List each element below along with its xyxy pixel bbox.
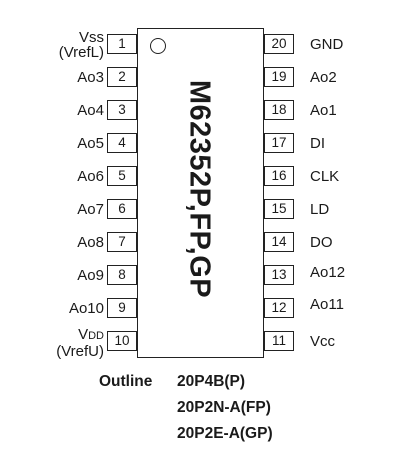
pin-5-signal-name: Ao6 — [77, 168, 104, 185]
pin-13-signal-name: Ao12 — [310, 264, 346, 281]
pin-11-box: 11 — [264, 331, 294, 351]
pin-1-box: 1 — [107, 34, 137, 54]
pin-6-signal-name: Ao7 — [77, 201, 104, 218]
pin-18-signal-name: Ao1 — [310, 102, 337, 119]
pin-12-box: 12 — [264, 298, 294, 318]
pin-17-box: 17 — [264, 133, 294, 153]
pin-10-box: 10 — [107, 331, 137, 351]
pin-20-box: 20 — [264, 34, 294, 54]
pin-18-box: 18 — [264, 100, 294, 120]
pin-15-signal-name: LD — [310, 201, 330, 218]
pin-7-signal-name: Ao8 — [77, 234, 104, 251]
pin-10-signal-line2: (VrefU) — [56, 343, 104, 360]
package-gp: 20P2E-A(GP) — [177, 425, 273, 442]
pin-10-signal-subscript: DD — [88, 330, 104, 342]
pin-1-signal-name: Vss (VrefL) — [59, 30, 104, 60]
pin-14-box: 14 — [264, 232, 294, 252]
pin-4-box: 4 — [107, 133, 137, 153]
pin-4-signal-name: Ao5 — [77, 135, 104, 152]
pin-9-box: 9 — [107, 298, 137, 318]
pin-11-signal-name: Vcc — [310, 333, 336, 350]
pin-5-box: 5 — [107, 166, 137, 186]
pin-15-box: 15 — [264, 199, 294, 219]
pin-8-signal-name: Ao9 — [77, 267, 104, 284]
pin-19-box: 19 — [264, 67, 294, 87]
outline-label: Outline — [99, 373, 153, 390]
pin-14-signal-name: DO — [310, 234, 333, 251]
package-fp: 20P2N-A(FP) — [177, 399, 271, 416]
pin-20-signal-name: GND — [310, 36, 344, 53]
package-p: 20P4B(P) — [177, 373, 246, 390]
pin-3-box: 3 — [107, 100, 137, 120]
pin-19-signal-name: Ao2 — [310, 69, 337, 86]
pin-13-box: 13 — [264, 265, 294, 285]
pin-1-signal-line1: Vss — [78, 29, 104, 46]
pin-16-box: 16 — [264, 166, 294, 186]
pin-10-signal-line1: VDD — [56, 327, 104, 344]
pin1-notch-indicator — [150, 38, 166, 54]
pin-3-signal-name: Ao4 — [77, 102, 104, 119]
pin-12-signal-name: Ao11 — [310, 296, 344, 313]
pin-17-signal-name: DI — [310, 135, 325, 152]
pin-9-signal-name: Ao10 — [68, 300, 104, 317]
pin-2-box: 2 — [107, 67, 137, 87]
pin-10-signal-name: VDD (VrefU) — [56, 327, 104, 359]
pin-1-signal-line2: (VrefL) — [58, 44, 104, 61]
part-number-label: M62352P,FP,GP — [183, 79, 216, 299]
pin-16-signal-name: CLK — [310, 168, 340, 185]
pin-8-box: 8 — [107, 265, 137, 285]
ic-body: M62352P,FP,GP — [137, 28, 264, 358]
pin-2-signal-name: Ao3 — [77, 69, 104, 86]
pin-6-box: 6 — [107, 199, 137, 219]
pin-7-box: 7 — [107, 232, 137, 252]
pin-10-signal-main: V — [78, 326, 89, 343]
